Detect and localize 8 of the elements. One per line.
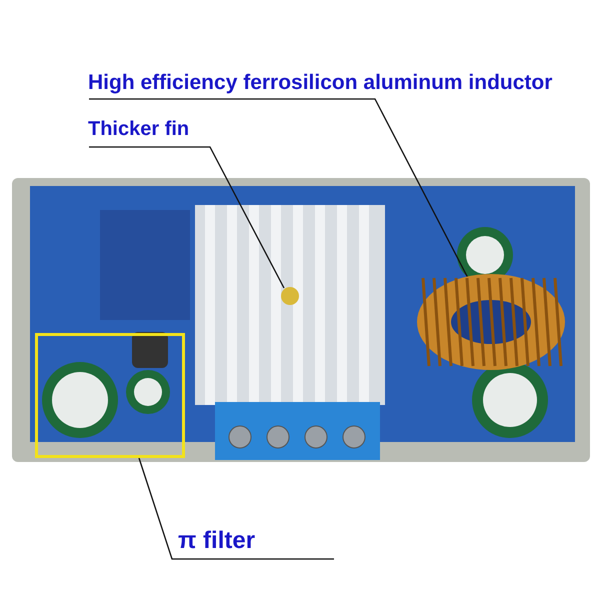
highlight-frame: [35, 333, 185, 458]
solder-dot: [280, 286, 300, 306]
callout-label: π filter: [178, 526, 338, 560]
leader-line: [89, 146, 285, 288]
callout-label: Thicker fin: [88, 117, 218, 148]
toroid-inductor-drawing: [415, 272, 567, 372]
callout-label: High efficiency ferrosilicon aluminum inductor: [88, 70, 578, 100]
leader-line: [138, 458, 335, 560]
